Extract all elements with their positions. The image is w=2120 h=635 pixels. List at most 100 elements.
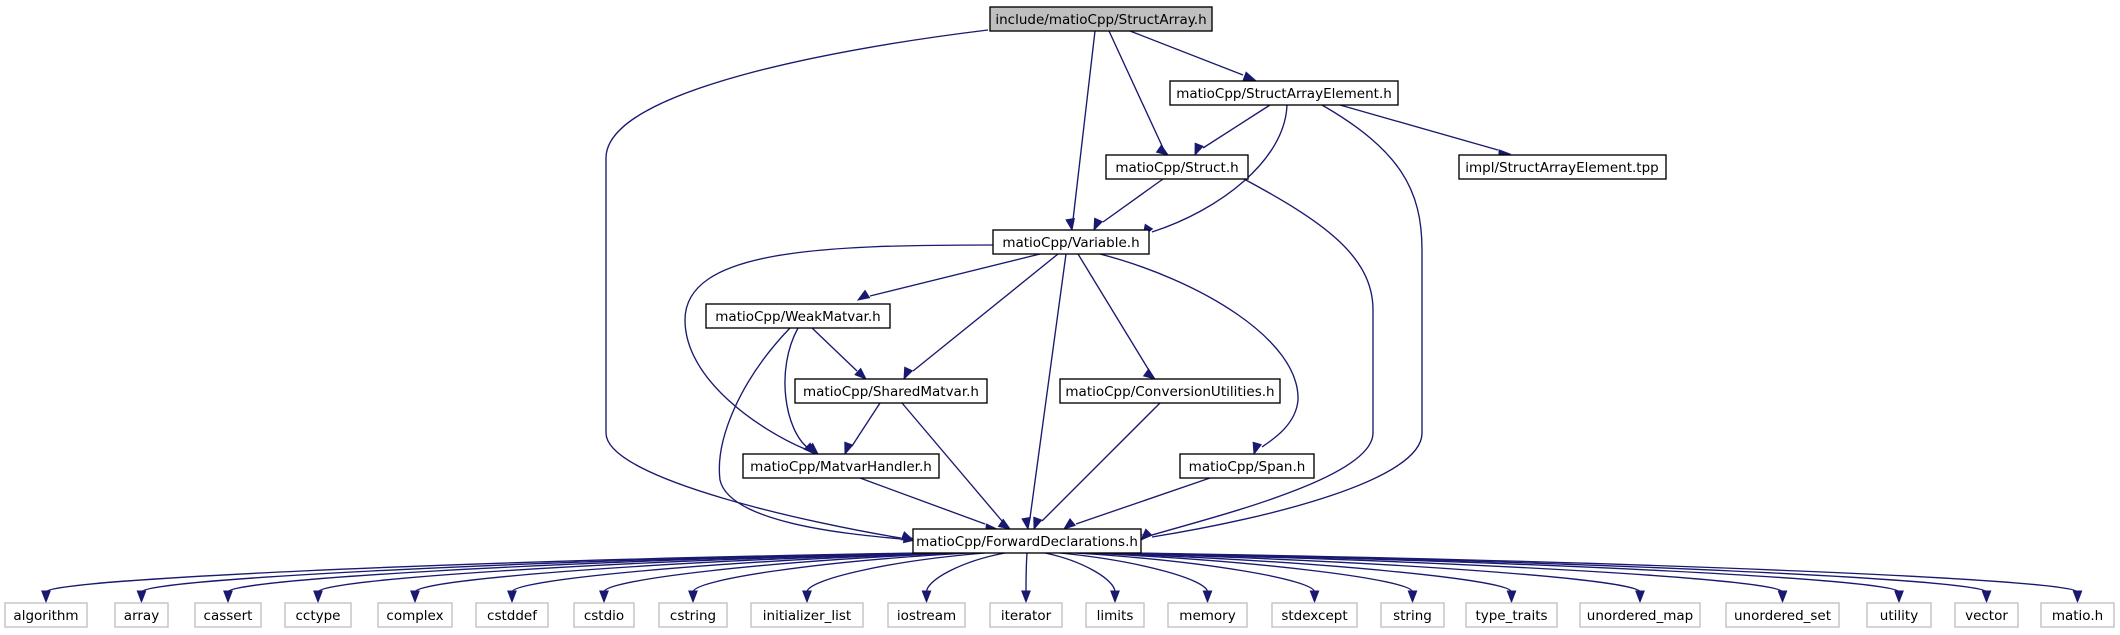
edge-variable-conversionutilities	[1077, 253, 1151, 373]
edge-forwarddecl-stdexcept	[1074, 552, 1316, 593]
svg-text:unordered_map: unordered_map	[1587, 608, 1693, 624]
svg-text:include/matioCpp/StructArray.h: include/matioCpp/StructArray.h	[995, 12, 1206, 28]
node-unordered-map[interactable]: unordered_map	[1579, 602, 1701, 628]
edge-forwarddecl-cstddef-arrowhead	[507, 590, 517, 604]
node-conversionutilities-h[interactable]: matioCpp/ConversionUtilities.h	[1059, 378, 1281, 404]
edge-sharedmatvar-matvarhandler-arrowhead	[844, 441, 854, 456]
edge-forwarddecl-cassert	[227, 552, 933, 593]
node-iostream[interactable]: iostream	[887, 602, 966, 628]
edge-structarrayelement-tpp	[1339, 104, 1499, 151]
edge-variable-sharedmatvar-arrowhead	[903, 366, 914, 381]
edge-struct-variable	[1102, 178, 1164, 223]
node-cstring[interactable]: cstring	[658, 602, 728, 628]
svg-text:vector: vector	[1965, 608, 2008, 624]
svg-text:iterator: iterator	[1001, 608, 1052, 624]
edge-forwarddecl-cassert-arrowhead	[223, 590, 233, 604]
edge-forwarddecl-matio-h	[1129, 552, 2079, 593]
node-variable-h[interactable]: matioCpp/Variable.h	[992, 229, 1150, 255]
node-structarrayelement-h[interactable]: matioCpp/StructArrayElement.h	[1169, 80, 1399, 106]
svg-text:impl/StructArrayElement.tpp: impl/StructArrayElement.tpp	[1465, 160, 1658, 176]
edge-forwarddecl-type-traits	[1092, 552, 1513, 593]
node-sharedmatvar-h[interactable]: matioCpp/SharedMatvar.h	[794, 378, 988, 404]
svg-text:matioCpp/Span.h: matioCpp/Span.h	[1189, 459, 1306, 475]
node-stdexcept[interactable]: stdexcept	[1271, 602, 1358, 628]
edge-variable-matvarhandler	[684, 244, 994, 450]
node-struct-h[interactable]: matioCpp/Struct.h	[1105, 154, 1249, 180]
edge-weakmatvar-sharedmatvar-arrowhead	[854, 367, 868, 380]
edge-forwarddecl-initializer-list	[806, 552, 986, 593]
node-span-h[interactable]: matioCpp/Span.h	[1179, 453, 1315, 479]
edge-forwarddecl-stdexcept-arrowhead	[1309, 590, 1320, 604]
node-algorithm[interactable]: algorithm	[4, 602, 88, 628]
edge-forwarddecl-algorithm-arrowhead	[41, 590, 51, 604]
svg-text:matioCpp/ConversionUtilities.h: matioCpp/ConversionUtilities.h	[1065, 384, 1274, 400]
node-string[interactable]: string	[1380, 602, 1445, 628]
svg-text:iostream: iostream	[897, 608, 956, 624]
svg-text:cassert: cassert	[204, 608, 253, 624]
node-matio-h[interactable]: matio.h	[2040, 602, 2115, 628]
svg-text:utility: utility	[1880, 608, 1918, 624]
svg-text:unordered_set: unordered_set	[1734, 608, 1831, 624]
node-unordered-set[interactable]: unordered_set	[1725, 602, 1840, 628]
edge-variable-span	[1099, 253, 1299, 448]
node-structarray-h[interactable]: include/matioCpp/StructArray.h	[989, 6, 1213, 32]
node-type-traits[interactable]: type_traits	[1465, 602, 1558, 628]
node-memory[interactable]: memory	[1167, 602, 1248, 628]
node-limits[interactable]: limits	[1085, 602, 1145, 628]
edge-struct-variable-arrowhead	[1093, 217, 1104, 232]
edge-struct-forwarddecl	[1141, 178, 1374, 539]
edge-forwarddecl-cstddef	[511, 552, 954, 593]
svg-text:matioCpp/WeakMatvar.h: matioCpp/WeakMatvar.h	[715, 309, 880, 325]
svg-text:string: string	[1393, 608, 1432, 624]
node-vector[interactable]: vector	[1954, 602, 2019, 628]
edge-structarrayelement-variable	[1151, 104, 1288, 233]
node-forwarddeclarations-h[interactable]: matioCpp/ForwardDeclarations.h	[912, 528, 1142, 554]
edge-forwarddecl-iterator-arrowhead	[1021, 590, 1031, 604]
edge-forwarddecl-array-arrowhead	[136, 590, 147, 604]
svg-text:cstdio: cstdio	[584, 608, 624, 624]
edge-forwarddecl-string-arrowhead	[1407, 590, 1418, 604]
svg-text:matioCpp/ForwardDeclarations.h: matioCpp/ForwardDeclarations.h	[916, 534, 1138, 550]
node-cassert[interactable]: cassert	[194, 602, 262, 628]
node-cstdio[interactable]: cstdio	[573, 602, 635, 628]
dependency-arrowheads	[41, 71, 2083, 604]
edge-forwarddecl-utility-arrowhead	[1894, 590, 1904, 604]
svg-text:memory: memory	[1179, 608, 1235, 624]
edge-forwarddecl-string	[1084, 552, 1414, 593]
edge-structarray-structarrayelement	[1129, 30, 1244, 76]
edge-forwarddecl-cstring-arrowhead	[688, 590, 698, 604]
edge-forwarddecl-iostream-arrowhead	[921, 590, 932, 604]
edge-matvarhandler-forwarddecl	[859, 477, 986, 525]
node-initializer-list[interactable]: initializer_list	[750, 602, 864, 628]
node-cstddef[interactable]: cstddef	[475, 602, 549, 628]
node-complex[interactable]: complex	[377, 602, 453, 628]
edge-forwarddecl-limits	[1044, 552, 1116, 593]
edge-variable-conversionutilities-arrowhead	[1142, 368, 1157, 380]
dependency-edges	[45, 29, 2079, 593]
edge-forwarddecl-unordered-map	[1099, 552, 1641, 593]
edge-structarray-forwarddecl	[605, 29, 989, 539]
edge-variable-weakmatvar-arrowhead	[856, 289, 871, 301]
edge-variable-span-arrowhead	[1252, 441, 1263, 456]
edge-variable-forwarddecl	[1029, 253, 1067, 519]
edge-structarray-structarrayelement-arrowhead	[1242, 71, 1257, 81]
node-cctype[interactable]: cctype	[284, 602, 352, 628]
edge-forwarddecl-cstdio	[603, 552, 961, 593]
edge-forwarddecl-algorithm	[45, 552, 919, 593]
edge-forwarddecl-iterator	[1025, 552, 1028, 593]
svg-text:type_traits: type_traits	[1475, 608, 1547, 624]
edge-forwarddecl-memory-arrowhead	[1202, 590, 1213, 604]
node-weakmatvar-h[interactable]: matioCpp/WeakMatvar.h	[705, 303, 891, 329]
node-iterator[interactable]: iterator	[989, 602, 1063, 628]
edge-structarrayelement-struct	[1202, 104, 1271, 149]
svg-text:stdexcept: stdexcept	[1281, 608, 1347, 624]
node-array[interactable]: array	[114, 602, 169, 628]
node-utility[interactable]: utility	[1866, 602, 1932, 628]
edge-structarrayelement-struct-arrowhead	[1194, 142, 1204, 157]
edge-forwarddecl-type-traits-arrowhead	[1506, 590, 1517, 604]
edge-forwarddecl-cctype-arrowhead	[313, 590, 323, 604]
node-matvarhandler-h[interactable]: matioCpp/MatvarHandler.h	[742, 453, 940, 479]
edge-forwarddecl-array	[140, 552, 926, 593]
node-structarrayelement-tpp[interactable]: impl/StructArrayElement.tpp	[1458, 154, 1667, 180]
